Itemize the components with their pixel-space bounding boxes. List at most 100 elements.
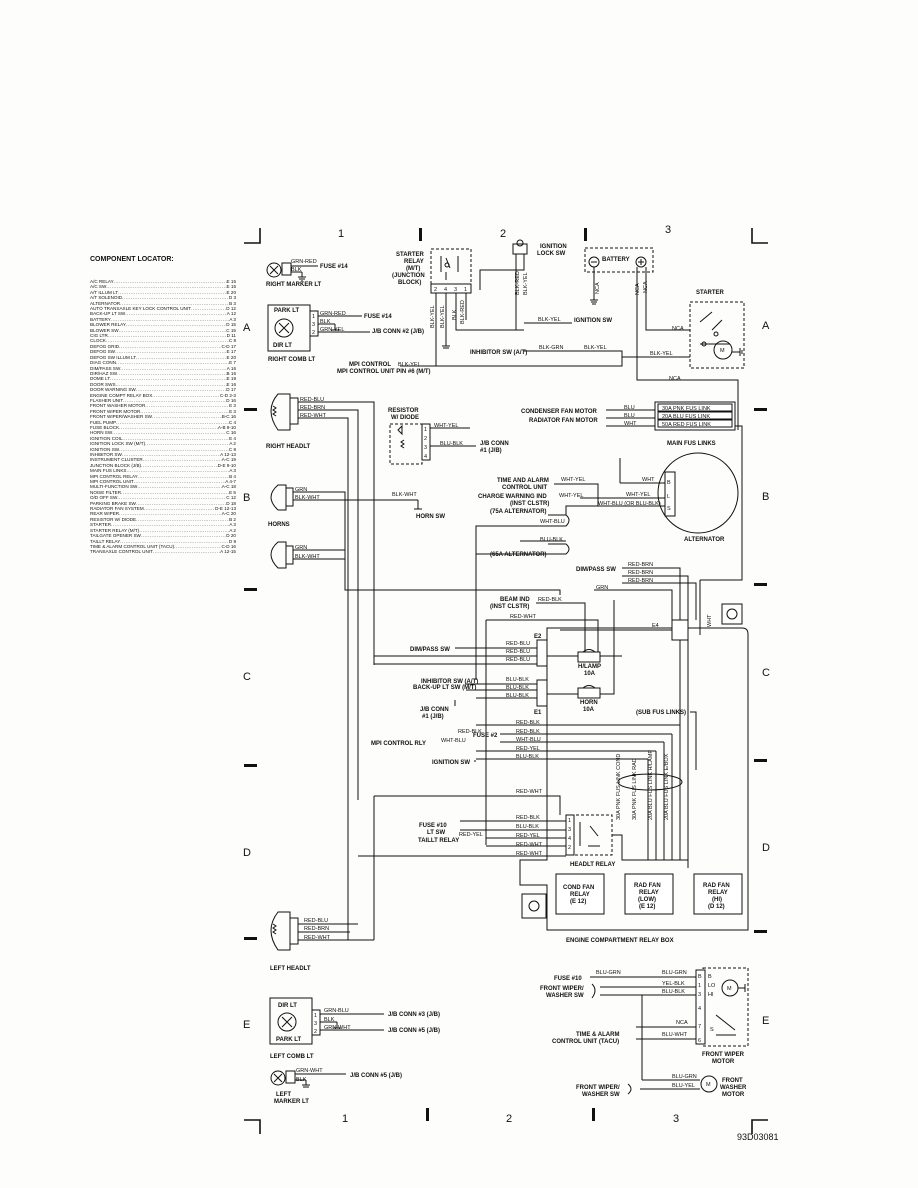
svg-text:(D 12): (D 12) <box>708 904 725 910</box>
grid-frame: 1 2 3 1 2 3 A B C D E A B C D E 93D03081 <box>243 224 779 1142</box>
col-tick <box>419 228 422 241</box>
locator-item-ref: D 9 <box>228 538 236 544</box>
locator-item-ref: C 12 <box>226 495 236 501</box>
svg-text:FRONT WIPER: FRONT WIPER <box>702 1052 745 1058</box>
locator-item-ref: E 5 <box>229 489 236 495</box>
row-tick <box>754 930 767 933</box>
row-tick <box>244 588 257 591</box>
svg-text:GRN-BLU: GRN-BLU <box>324 1008 349 1014</box>
svg-text:LEFT: LEFT <box>276 1092 291 1098</box>
locator-item: DIAG CONNE 7 <box>90 360 236 365</box>
locator-item-ref: B-C 16 <box>221 414 236 420</box>
svg-text:BLK-YEL: BLK-YEL <box>538 317 561 323</box>
ground-icon <box>331 324 339 333</box>
locator-item-ref: A-C 18 <box>221 484 236 490</box>
svg-text:FRONT WIPER/: FRONT WIPER/ <box>576 1085 620 1091</box>
svg-text:BLU-YEL: BLU-YEL <box>672 1083 695 1089</box>
locator-item-name: A/C SW <box>90 284 107 290</box>
locator-item-name: MPI CONTROL UNIT <box>90 479 134 485</box>
battery: BATTERY NCA NCA NCA <box>584 247 739 430</box>
ground-icon <box>442 340 450 349</box>
fuse-icon <box>582 685 596 689</box>
svg-text:20A BLU FUS LINK H/LAMP: 20A BLU FUS LINK H/LAMP <box>648 750 654 820</box>
svg-text:#1 (J/B): #1 (J/B) <box>480 448 502 454</box>
locator-item-ref: E 16 <box>226 381 236 387</box>
svg-text:MOTOR: MOTOR <box>722 1092 745 1098</box>
locator-list: A/C RELAYE 15A/C SWE 15A/T ILLUM LTE 20A… <box>90 279 236 555</box>
washer-motor-icon <box>700 1075 718 1093</box>
col-label: 3 <box>665 224 671 236</box>
svg-text:LOCK SW: LOCK SW <box>537 251 566 257</box>
battery-positive-icon <box>635 256 647 268</box>
locator-item-ref: E 4 <box>229 435 236 441</box>
locator-item: DEFOG SW ILLUM LTE 20 <box>90 355 236 360</box>
locator-item: BACK-UP LT SWA 12 <box>90 311 236 316</box>
locator-item-name: JUNCTION BLOCK (J/B) <box>90 462 142 468</box>
svg-text:4: 4 <box>444 287 447 293</box>
right-comb-lt: 1 3 2 GRN-RED BLK GRN-YEL FUSE #14 J/B C… <box>267 304 424 363</box>
svg-text:TAILLT RELAY: TAILLT RELAY <box>418 838 459 844</box>
svg-text:30A PNK FUS LINK COND: 30A PNK FUS LINK COND <box>616 754 622 820</box>
svg-text:DIR LT: DIR LT <box>273 343 292 349</box>
svg-text:J/B CONN #3 (J/B): J/B CONN #3 (J/B) <box>388 1012 440 1018</box>
harness-bundle <box>617 773 683 791</box>
row-label: D <box>762 842 770 854</box>
locator-item-name: REAR WIPER <box>90 511 120 517</box>
locator-item: DOME LTE 19 <box>90 376 236 381</box>
svg-text:RED-WHT: RED-WHT <box>516 851 543 857</box>
row-tick <box>754 583 767 586</box>
svg-text:BLU: BLU <box>624 413 635 419</box>
locator-item-ref: C 16 <box>226 430 236 436</box>
locator-item-name: ENGINE COMPT RELAY BOX <box>90 392 153 398</box>
svg-text:PARK LT: PARK LT <box>276 1037 301 1043</box>
svg-text:GRN: GRN <box>295 487 307 493</box>
locator-item-ref: A 3 <box>229 522 236 528</box>
locator-item: FRONT WIPER MOTORE 3 <box>90 409 236 414</box>
svg-text:3: 3 <box>312 322 315 328</box>
svg-text:GRN: GRN <box>596 585 608 591</box>
right-marker-lt: GRN-RED BLK FUSE #14 RIGHT MARKER LT <box>266 259 348 288</box>
locator-item: TAILLT RELAYD 9 <box>90 539 236 544</box>
svg-text:FUSE #10: FUSE #10 <box>554 976 582 982</box>
col-tick <box>426 1108 429 1121</box>
locator-item-name: AUTO TRANSAXLE KEY LOCK CONTROL UNIT <box>90 306 191 312</box>
svg-text:B: B <box>698 974 702 980</box>
svg-text:BLU-BLK: BLU-BLK <box>516 754 539 760</box>
locator-item: DOOR WARNING SWD 17 <box>90 387 236 392</box>
locator-item-ref: A 2 <box>229 441 236 447</box>
horn-icon <box>270 484 287 511</box>
svg-text:E1: E1 <box>534 710 542 716</box>
locator-item: MAIN FUS LINKSA 3 <box>90 468 236 473</box>
upper-harness: DIM/PASS SW RED-BRN RED-BRN RED-BRN GRN … <box>485 562 713 845</box>
relay-switch-icon <box>440 256 459 280</box>
locator-item: INHIBITOR SWA 12-13 <box>90 452 236 457</box>
locator-item-ref: D-E 12-13 <box>215 506 236 512</box>
svg-text:BLK-YEL: BLK-YEL <box>650 351 673 357</box>
svg-text:BLK: BLK <box>291 267 302 273</box>
locator-item-name: BLOWER SW <box>90 327 119 333</box>
svg-text:WHT-YEL: WHT-YEL <box>559 493 583 499</box>
svg-text:WHT-YEL: WHT-YEL <box>561 477 585 483</box>
svg-text:(LOW): (LOW) <box>638 897 656 903</box>
key-icon <box>516 239 524 247</box>
svg-text:RED-BLK: RED-BLK <box>516 720 540 726</box>
diode-icon <box>397 424 403 436</box>
locator-item: RESISTOR W/ DIODEB 2 <box>90 517 236 522</box>
svg-text:NCA: NCA <box>595 282 601 294</box>
svg-text:NCA: NCA <box>676 1020 688 1026</box>
svg-text:RED-BLU: RED-BLU <box>300 397 324 403</box>
svg-text:WASHER SW: WASHER SW <box>546 993 584 999</box>
svg-text:RED-YEL: RED-YEL <box>459 832 483 838</box>
svg-text:(E 12): (E 12) <box>639 904 655 910</box>
locator-item-name: DIAG CONN <box>90 360 117 366</box>
locator-item-ref: A 12 <box>226 311 236 317</box>
locator-item: A/C SWE 15 <box>90 284 236 289</box>
locator-item: IGNITION SWC 8 <box>90 447 236 452</box>
svg-text:GRN-WHT: GRN-WHT <box>324 1025 351 1031</box>
locator-item-name: DIR/HAZ SW <box>90 370 118 376</box>
locator-item-name: NOISE FILTER <box>90 489 122 495</box>
svg-text:4: 4 <box>424 454 427 460</box>
svg-text:WHT-BLU: WHT-BLU <box>540 519 565 525</box>
svg-text:BLU-GRN: BLU-GRN <box>662 970 687 976</box>
svg-text:RIGHT HEADLT: RIGHT HEADLT <box>266 444 311 450</box>
